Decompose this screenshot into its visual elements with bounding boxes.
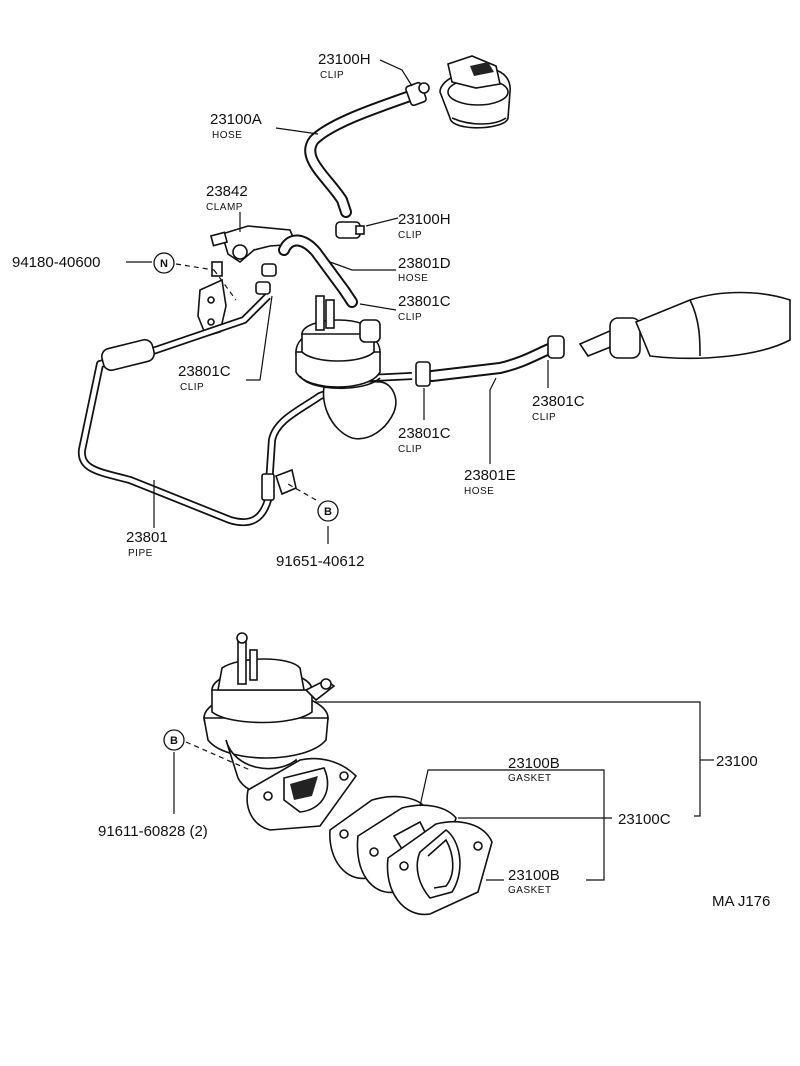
part-number: 23801C [398,293,451,310]
fuel-tank-connector [578,291,791,360]
svg-text:B: B [324,506,332,518]
part-number: 23100A [210,111,262,128]
nut-94180 [211,261,223,277]
label-23100c: 23100C [618,811,671,828]
part-name: HOSE [212,130,242,141]
part-number: 23801C [178,363,231,380]
fuel-pump-lower [203,632,336,796]
clamp-23842 [209,225,298,264]
label-23801c-upper: 23801C CLIP [398,293,451,323]
hose-23801d [278,234,358,308]
part-number: 23801 [126,529,168,546]
svg-text:N: N [160,258,168,270]
gasket-23100b-bottom [386,820,493,916]
label-23100b-bottom: 23100B GASKET [508,867,560,896]
part-number: 94180-40600 [12,254,100,271]
label-23801e: 23801E HOSE [464,467,516,497]
label-23842: 23842 CLAMP [206,183,248,213]
label-23801d: 23801D HOSE [398,255,451,284]
part-number: 91611-60828 (2) [98,823,208,840]
part-name: CLIP [398,444,422,455]
leader-lines [126,59,714,881]
part-name: CLIP [532,412,556,423]
marker-b-bottom: B [163,729,185,751]
gasket-plate-1 [246,757,358,831]
part-number: 23801C [398,425,451,442]
part-number: 23801C [532,393,585,410]
part-number: 23842 [206,183,248,200]
part-number: 23100H [318,51,371,68]
marker-b-top: B [317,500,339,522]
part-name: HOSE [464,486,494,497]
part-number: 23801E [464,467,516,484]
part-number: 23100H [398,211,451,228]
label-23801c-center: 23801C CLIP [398,425,451,455]
hose-23100a [304,90,416,218]
part-number: 91651-40612 [276,553,364,570]
part-number: 23100C [618,811,671,828]
clip-23801c-upper-left [255,263,277,295]
part-name: HOSE [398,273,428,284]
label-94180: 94180-40600 [12,254,100,271]
part-name: CLAMP [206,202,243,213]
fuel-pump-upper [295,295,397,440]
pipe-23801 [77,293,413,527]
pipe-bracket [197,278,227,337]
label-91651: 91651-40612 [276,553,364,570]
hose-23801e [415,335,565,387]
label-23100a: 23100A HOSE [210,111,262,141]
part-number: 23100B [508,755,560,772]
part-name: CLIP [398,230,422,241]
label-23801c-left: 23801C CLIP [178,363,231,393]
label-23100h-mid: 23100H CLIP [398,211,451,241]
label-23100h-top: 23100H CLIP [318,51,371,81]
part-name: CLIP [180,382,204,393]
part-number: 23801D [398,255,451,272]
part-number: 23100 [716,753,758,770]
part-name: CLIP [398,312,422,323]
figure-code: MA J176 [712,893,770,910]
marker-n: N [153,252,175,274]
label-23100: 23100 [716,753,758,770]
label-23100b-top: 23100B GASKET [508,755,560,784]
part-name: GASKET [508,885,552,896]
part-name: PIPE [128,548,153,559]
label-91611: 91611-60828 (2) [98,823,208,840]
part-name: CLIP [320,70,344,81]
fuel-filter-housing [439,55,511,129]
label-23801c-right: 23801C CLIP [532,393,585,423]
label-23801: 23801 PIPE [126,529,168,559]
clip-23100h-mid [335,221,365,239]
clip-23100h-top [405,81,430,107]
part-name: GASKET [508,773,552,784]
part-number: 23100B [508,867,560,884]
svg-text:B: B [170,735,178,747]
